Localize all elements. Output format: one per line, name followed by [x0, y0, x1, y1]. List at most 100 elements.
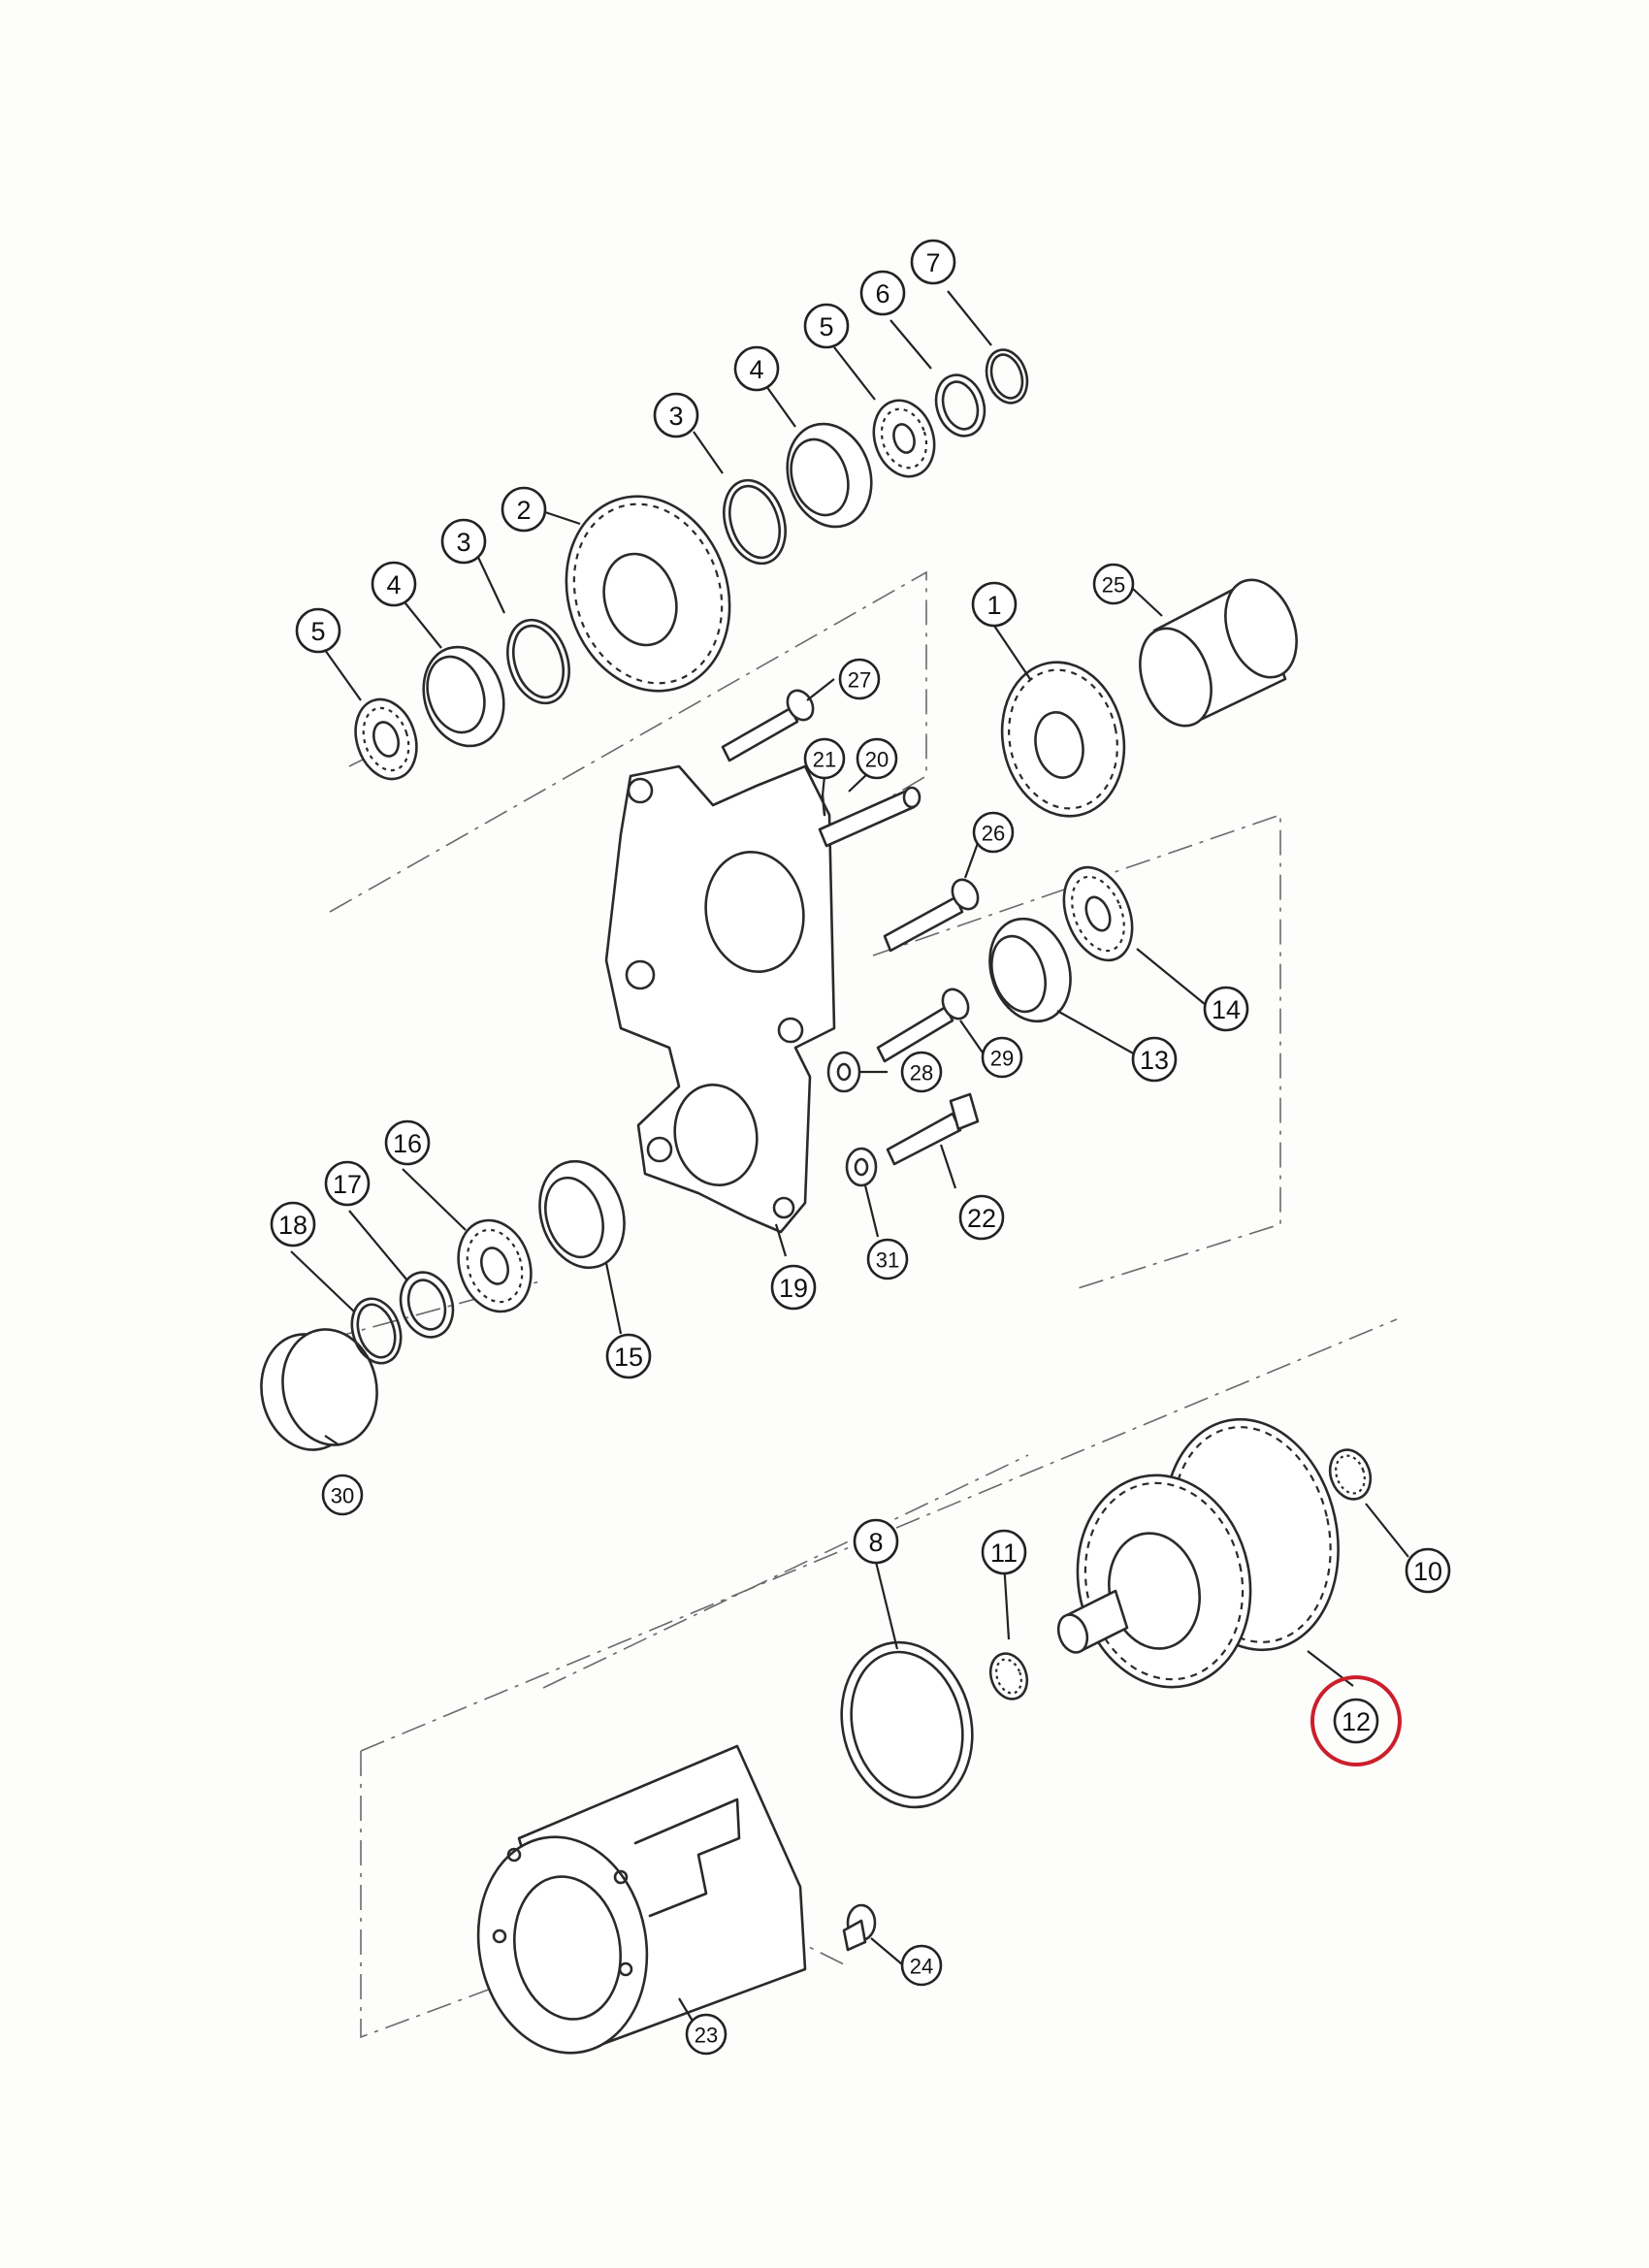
callout-5-left[interactable]: 5	[295, 607, 341, 654]
washer-28	[826, 1051, 861, 1093]
svg-text:15: 15	[614, 1343, 643, 1372]
svg-text:4: 4	[749, 355, 763, 384]
needle-bearing-10	[1328, 1448, 1373, 1501]
svg-text:13: 13	[1140, 1046, 1169, 1075]
snap-ring-18	[350, 1297, 403, 1365]
callout-25[interactable]: 25	[1092, 563, 1135, 605]
callout-17[interactable]: 17	[324, 1160, 371, 1207]
snap-ring-3-right	[723, 478, 787, 566]
bolt-27	[721, 689, 815, 762]
callout-4-right[interactable]: 4	[733, 345, 780, 392]
svg-text:25: 25	[1102, 573, 1125, 598]
bolt-24	[842, 1903, 877, 1952]
callout-19[interactable]: 19	[770, 1264, 817, 1311]
svg-text:18: 18	[278, 1211, 307, 1240]
callout-24[interactable]: 24	[900, 1944, 943, 1987]
svg-text:23: 23	[695, 2024, 718, 2048]
svg-text:8: 8	[868, 1528, 883, 1557]
svg-text:5: 5	[819, 312, 833, 341]
sleeve-25	[1139, 578, 1298, 728]
bolt-29	[876, 988, 970, 1063]
callouts: 1 2 3 3 4 4 5 5 6 7 8 10 11 12 13 14 15 …	[270, 239, 1451, 2056]
svg-text:4: 4	[386, 570, 401, 599]
svg-text:27: 27	[848, 668, 871, 693]
callout-4-left[interactable]: 4	[371, 561, 417, 607]
thrust-washer-8	[840, 1640, 974, 1809]
callout-7[interactable]: 7	[910, 239, 956, 285]
callout-31[interactable]: 31	[866, 1238, 909, 1280]
svg-text:10: 10	[1413, 1557, 1442, 1586]
carrier-23	[476, 1744, 807, 2055]
bearing-cup-15	[538, 1159, 626, 1270]
callout-14[interactable]: 14	[1203, 986, 1249, 1032]
callout-15[interactable]: 15	[605, 1333, 652, 1379]
svg-text:31: 31	[876, 1248, 899, 1273]
svg-text:12: 12	[1342, 1707, 1371, 1736]
cover-30	[260, 1328, 378, 1451]
callout-20[interactable]: 20	[856, 737, 898, 780]
bearing-cup-4-right	[786, 422, 873, 529]
callout-5-right[interactable]: 5	[803, 303, 850, 349]
callout-1[interactable]: 1	[971, 581, 1018, 628]
svg-text:11: 11	[990, 1539, 1018, 1568]
bolt-26	[883, 878, 980, 953]
svg-text:3: 3	[456, 528, 470, 557]
callout-16[interactable]: 16	[384, 1119, 431, 1166]
callout-8[interactable]: 8	[853, 1518, 899, 1565]
svg-text:14: 14	[1212, 995, 1241, 1024]
callout-26[interactable]: 26	[972, 811, 1015, 854]
svg-text:24: 24	[910, 1955, 933, 1979]
callout-28[interactable]: 28	[900, 1051, 943, 1093]
svg-text:29: 29	[990, 1047, 1014, 1071]
housing-19	[604, 764, 836, 1234]
bolt-22	[886, 1092, 980, 1166]
svg-text:7: 7	[925, 248, 940, 277]
svg-text:26: 26	[982, 822, 1005, 846]
callout-13[interactable]: 13	[1131, 1036, 1178, 1083]
callout-3-left[interactable]: 3	[440, 518, 487, 565]
callout-18[interactable]: 18	[270, 1201, 316, 1247]
svg-text:2: 2	[516, 496, 531, 525]
svg-text:3: 3	[668, 402, 683, 431]
svg-text:20: 20	[865, 748, 889, 772]
shim-6	[934, 373, 986, 437]
callout-10[interactable]: 10	[1405, 1547, 1451, 1594]
callout-11[interactable]: 11	[981, 1529, 1027, 1575]
svg-text:28: 28	[910, 1061, 933, 1085]
callout-30[interactable]: 30	[321, 1474, 364, 1516]
svg-text:30: 30	[331, 1484, 354, 1508]
bearing-cone-14	[1062, 865, 1134, 962]
pin-20	[818, 786, 922, 848]
svg-text:1: 1	[986, 591, 1001, 620]
svg-text:17: 17	[333, 1170, 362, 1199]
callout-21[interactable]: 21	[803, 737, 846, 780]
needle-bearing-11	[988, 1652, 1029, 1701]
snap-ring-7	[985, 348, 1029, 405]
snap-ring-3-left	[506, 618, 570, 705]
spur-gear-1	[1000, 661, 1126, 818]
washer-31	[845, 1147, 878, 1187]
callout-12[interactable]: 12	[1310, 1675, 1402, 1766]
svg-text:6: 6	[875, 279, 889, 308]
callout-2[interactable]: 2	[501, 486, 547, 533]
svg-text:21: 21	[813, 748, 836, 772]
callout-27[interactable]: 27	[838, 658, 881, 700]
leader-lines	[290, 290, 1409, 2028]
callout-22[interactable]: 22	[958, 1194, 1005, 1241]
helical-gear-2	[565, 495, 731, 693]
callout-3-right[interactable]: 3	[653, 392, 699, 438]
svg-text:16: 16	[393, 1129, 422, 1158]
pin-21	[821, 794, 826, 817]
shim-17	[399, 1271, 455, 1339]
callout-23[interactable]: 23	[685, 2013, 728, 2056]
callout-6[interactable]: 6	[859, 270, 906, 316]
bearing-cone-5-right	[872, 399, 936, 478]
bearing-cone-5-left	[354, 697, 418, 781]
highlight-ring	[1310, 1675, 1402, 1766]
svg-text:19: 19	[779, 1274, 808, 1303]
callout-29[interactable]: 29	[981, 1036, 1023, 1079]
bearing-cup-4-left	[422, 645, 505, 748]
svg-text:5: 5	[310, 617, 325, 646]
